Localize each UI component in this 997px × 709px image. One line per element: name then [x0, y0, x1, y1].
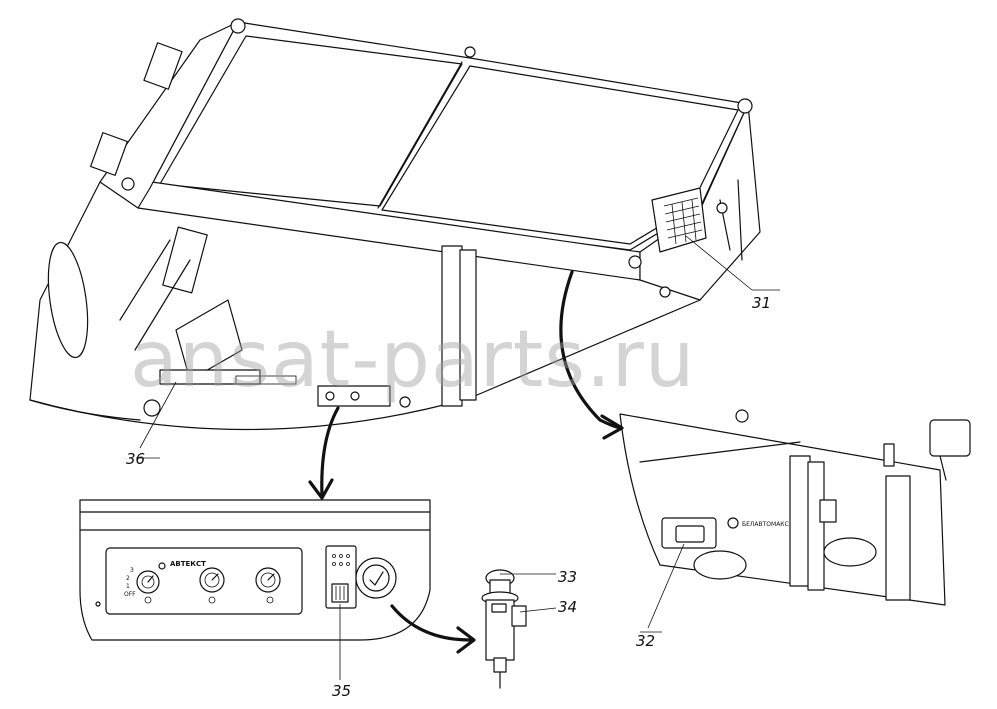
- leader-lines: [136, 235, 780, 680]
- dial-mark-off: OFF: [124, 591, 136, 598]
- detail-control-panel: АВТЕКСТ 3 2 1 OFF: [79, 499, 431, 641]
- heater-dial-right: [255, 567, 281, 604]
- dial-mark-3: 3: [130, 567, 134, 574]
- vent-grille: [663, 197, 703, 245]
- callout-35: 35: [332, 682, 351, 700]
- detail-brand-label: БЕЛАВТОМАКС: [742, 521, 789, 528]
- lighter-part: [481, 569, 527, 689]
- detail-right-panel: БЕЛАВТОМАКС: [619, 409, 971, 606]
- callout-36: 36: [126, 450, 145, 468]
- cab-roof-assembly: [29, 18, 761, 431]
- heater-dial-center: [199, 567, 225, 604]
- heater-dial-left: [136, 570, 160, 604]
- arrows: [308, 270, 624, 654]
- dial-mark-2: 2: [126, 575, 130, 582]
- dial-marks: 3 2 1 OFF: [124, 567, 136, 598]
- callout-33: 33: [558, 568, 577, 586]
- callout-34: 34: [558, 598, 577, 616]
- panel-brand-label: АВТЕКСТ: [170, 560, 206, 568]
- callout-32: 32: [636, 632, 655, 650]
- watermark-text: ansat-parts.ru: [130, 315, 695, 405]
- cigarette-lighter-socket: [355, 557, 397, 599]
- callout-31: 31: [752, 294, 771, 312]
- dial-mark-1: 1: [126, 583, 130, 590]
- callout-labels: 31 32 33 34 35 36: [126, 294, 771, 700]
